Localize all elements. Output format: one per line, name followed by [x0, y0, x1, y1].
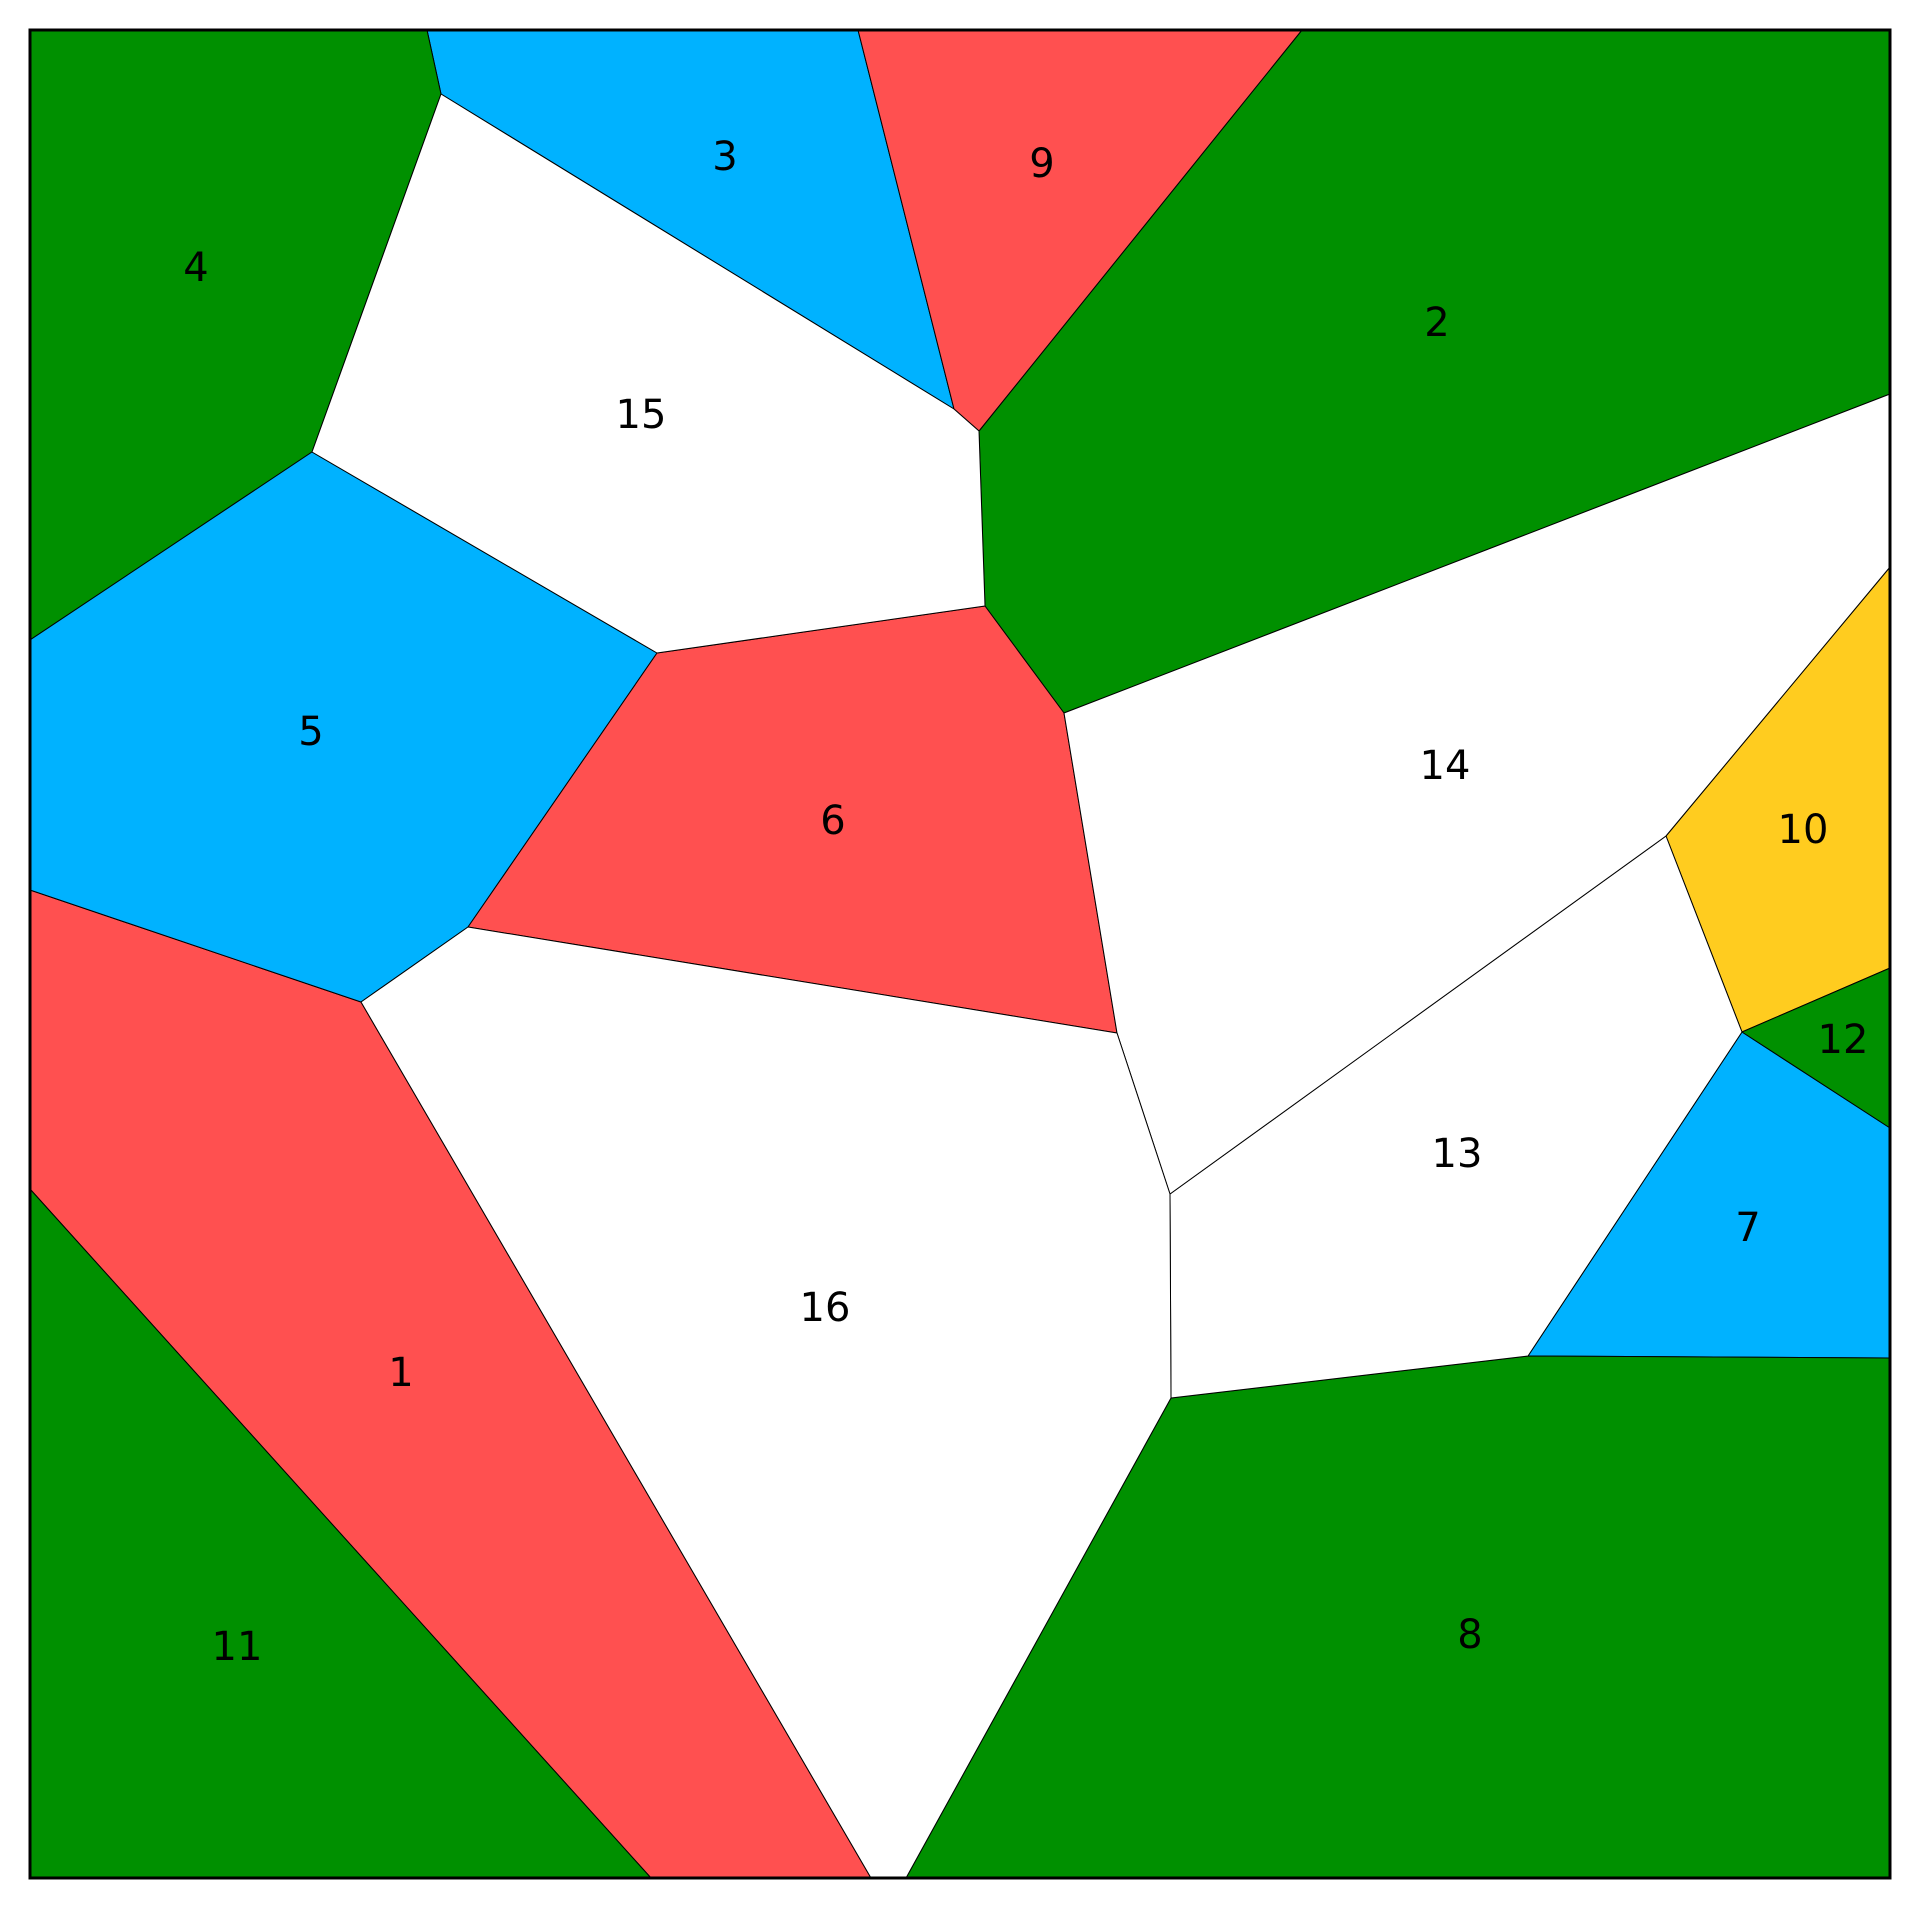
region-label-15: 15 — [616, 392, 667, 438]
map-frame — [28, 28, 1892, 1880]
region-label-2: 2 — [1424, 300, 1449, 346]
region-label-14: 14 — [1420, 743, 1471, 789]
region-polygons — [29, 29, 1891, 1879]
region-label-13: 13 — [1432, 1131, 1483, 1177]
region-label-7: 7 — [1735, 1205, 1760, 1251]
region-labels: 1 2 3 4 5 6 7 8 9 10 11 12 13 14 15 16 — [183, 134, 1868, 1670]
region-label-10: 10 — [1778, 807, 1829, 853]
region-label-4: 4 — [183, 245, 208, 291]
region-label-12: 12 — [1818, 1017, 1869, 1063]
region-15 — [311, 93, 986, 654]
region-label-8: 8 — [1457, 1612, 1482, 1658]
region-label-11: 11 — [212, 1624, 263, 1670]
region-label-6: 6 — [820, 798, 845, 844]
region-label-16: 16 — [800, 1285, 851, 1331]
region-label-9: 9 — [1029, 141, 1054, 187]
region-label-1: 1 — [388, 1350, 413, 1396]
region-label-5: 5 — [298, 709, 323, 755]
region-label-3: 3 — [712, 134, 737, 180]
